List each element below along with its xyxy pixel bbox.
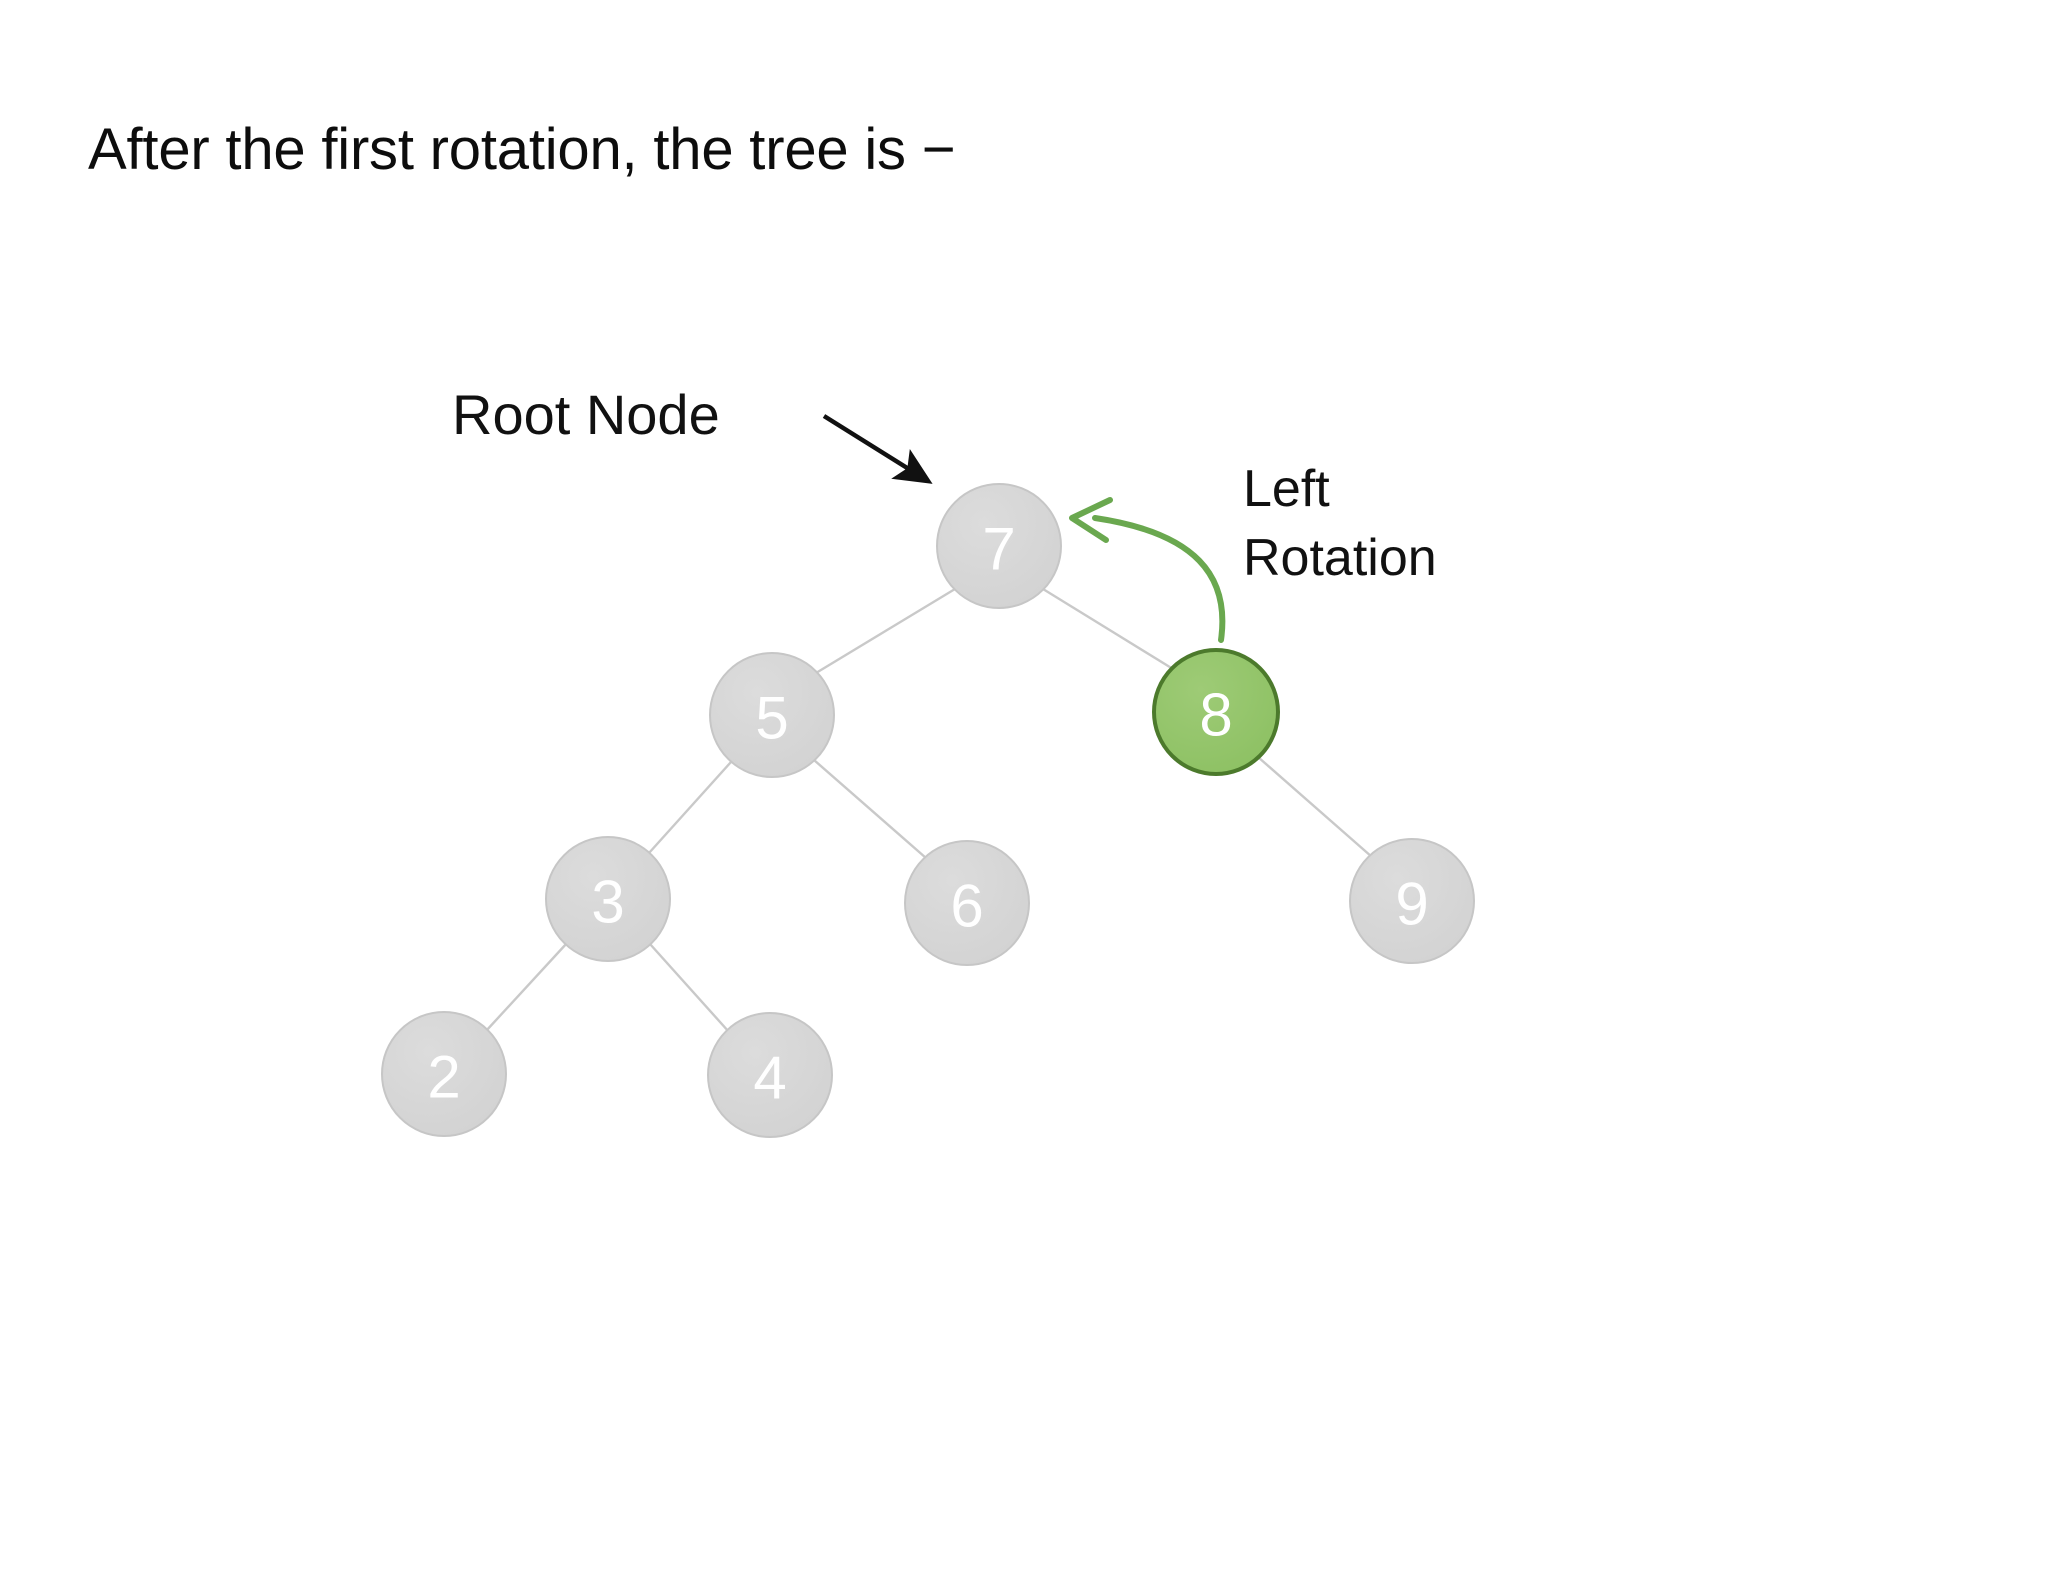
node-value-3: 3	[591, 869, 624, 936]
edge-7-8	[1042, 587, 1174, 671]
node-circle-8[interactable]	[1152, 648, 1280, 776]
left-rotation-line-2: Rotation	[1243, 528, 1437, 587]
edge-8-9	[1257, 756, 1373, 858]
rotation-arrow-head	[1069, 497, 1113, 543]
tree-edges	[485, 587, 1373, 1033]
tree-node-2[interactable]: 2	[381, 1011, 507, 1137]
node-value-2: 2	[427, 1044, 460, 1111]
root-pointer-arrow	[822, 414, 933, 484]
edge-3-4	[649, 943, 730, 1033]
node-circle-3[interactable]	[545, 836, 671, 962]
tree-node-6[interactable]: 6	[904, 840, 1030, 966]
node-value-6: 6	[950, 873, 983, 940]
node-circle-7[interactable]	[936, 483, 1062, 609]
tree-node-3[interactable]: 3	[545, 836, 671, 962]
left-rotation-arrow	[1069, 497, 1226, 643]
node-circle-6[interactable]	[904, 840, 1030, 966]
node-circle-4[interactable]	[707, 1012, 833, 1138]
node-circle-5[interactable]	[709, 652, 835, 778]
tree-node-9[interactable]: 9	[1349, 838, 1475, 964]
node-value-5: 5	[755, 685, 788, 752]
root-node-annotation: Root Node	[452, 383, 720, 446]
tree-nodes: 7 5 8 3 6	[381, 483, 1475, 1138]
node-value-4: 4	[753, 1045, 786, 1112]
tree-node-7[interactable]: 7	[936, 483, 1062, 609]
edge-3-2	[485, 942, 568, 1032]
edge-5-6	[813, 759, 927, 859]
edge-7-5	[815, 587, 956, 675]
page-title: After the first rotation, the tree is −	[88, 117, 956, 182]
node-value-8: 8	[1199, 682, 1232, 749]
left-rotation-line-1: Left	[1243, 460, 1330, 518]
root-arrow-line	[822, 414, 933, 484]
node-value-9: 9	[1395, 871, 1428, 938]
node-circle-9[interactable]	[1349, 838, 1475, 964]
edge-5-3	[648, 761, 732, 854]
rotation-arrow-curve	[1092, 515, 1226, 643]
tree-node-8[interactable]: 8	[1152, 648, 1280, 776]
tree-node-4[interactable]: 4	[707, 1012, 833, 1138]
tree-node-5[interactable]: 5	[709, 652, 835, 778]
node-value-7: 7	[982, 516, 1015, 583]
node-circle-2[interactable]	[381, 1011, 507, 1137]
